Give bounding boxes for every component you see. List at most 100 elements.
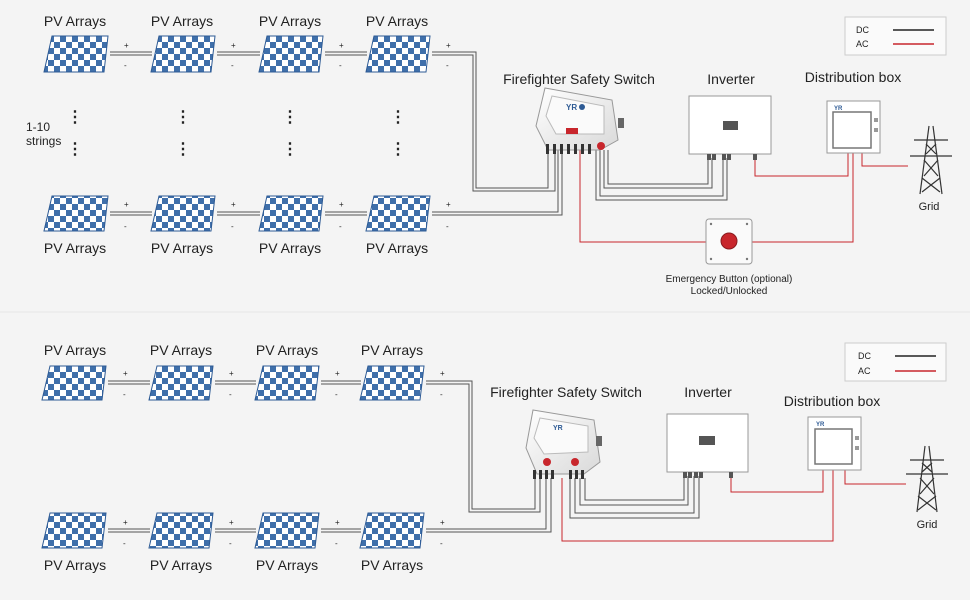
plus-sign: + <box>123 369 128 378</box>
plus-sign: + <box>446 200 451 209</box>
pv-panel <box>359 365 425 401</box>
ellipsis-dots: ⋮ <box>175 109 191 126</box>
distribution-box: YR <box>807 416 862 471</box>
emergency-label: Emergency Button (optional) <box>666 274 793 285</box>
distribution-brand: YR <box>834 106 843 112</box>
minus-sign: - <box>446 61 449 70</box>
pv-label: PV Arrays <box>366 13 428 29</box>
pv-panel <box>148 512 214 549</box>
pv-label: PV Arrays <box>44 342 106 358</box>
pv-label: PV Arrays <box>44 557 106 573</box>
pv-panel <box>254 512 320 549</box>
switch-brand: YR <box>566 103 577 112</box>
inverter <box>666 413 749 478</box>
plus-sign: + <box>229 369 234 378</box>
legend: DC AC <box>844 16 947 56</box>
plus-sign: + <box>231 200 236 209</box>
plus-sign: + <box>339 200 344 209</box>
legend-dc: DC <box>858 351 871 361</box>
pv-label: PV Arrays <box>150 342 212 358</box>
inverter-label: Inverter <box>707 71 755 87</box>
pv-panel <box>41 512 107 549</box>
pv-panel <box>150 195 216 232</box>
minus-sign: - <box>124 222 127 231</box>
pv-label: PV Arrays <box>150 557 212 573</box>
grid-label: Grid <box>919 201 940 213</box>
pv-label: PV Arrays <box>361 557 423 573</box>
pv-label: PV Arrays <box>44 240 106 256</box>
pv-panel <box>254 365 320 401</box>
ellipsis-dots: ⋮ <box>390 109 406 126</box>
dc-wires <box>426 380 700 533</box>
plus-sign: + <box>231 41 236 50</box>
pv-panel <box>359 512 425 549</box>
grid-tower-icon <box>910 125 952 195</box>
pv-label: PV Arrays <box>256 557 318 573</box>
minus-sign: - <box>123 390 126 399</box>
ellipsis-dots: ⋮ <box>67 141 83 158</box>
minus-sign: - <box>440 390 443 399</box>
pv-label: PV Arrays <box>259 240 321 256</box>
minus-sign: - <box>440 539 443 548</box>
plus-sign: + <box>440 518 445 527</box>
pv-panel <box>43 35 109 73</box>
pv-label: PV Arrays <box>151 240 213 256</box>
emergency-state: Locked/Unlocked <box>691 286 768 297</box>
minus-sign: - <box>231 222 234 231</box>
plus-sign: + <box>446 41 451 50</box>
bottom-diagram: PV Arrays PV Arrays PV Arrays PV Arrays … <box>41 342 948 573</box>
distribution-box: YR <box>826 100 881 154</box>
ellipsis-dots: ⋮ <box>282 109 298 126</box>
minus-sign: - <box>446 222 449 231</box>
legend-ac: AC <box>856 39 869 49</box>
ellipsis-dots: ⋮ <box>175 141 191 158</box>
minus-sign: - <box>229 390 232 399</box>
pv-panel <box>365 35 431 73</box>
switch-label: Firefighter Safety Switch <box>490 384 642 400</box>
switch-brand: YR <box>553 425 563 432</box>
ellipsis-dots: ⋮ <box>390 141 406 158</box>
grid-tower-icon <box>906 445 948 513</box>
minus-sign: - <box>339 222 342 231</box>
pv-panel <box>41 365 107 401</box>
firefighter-switch: YR <box>535 87 624 154</box>
plus-sign: + <box>339 41 344 50</box>
legend-ac: AC <box>858 366 871 376</box>
pv-label: PV Arrays <box>256 342 318 358</box>
minus-sign: - <box>124 61 127 70</box>
distribution-brand: YR <box>816 422 825 428</box>
ellipsis-dots: ⋮ <box>67 109 83 126</box>
pv-panel <box>258 195 324 232</box>
plus-sign: + <box>229 518 234 527</box>
minus-sign: - <box>229 539 232 548</box>
pv-panel <box>148 365 214 401</box>
plus-sign: + <box>335 369 340 378</box>
minus-sign: - <box>335 390 338 399</box>
emergency-button <box>705 218 753 265</box>
minus-sign: - <box>339 61 342 70</box>
distribution-label: Distribution box <box>805 69 902 85</box>
dc-wires <box>432 51 728 216</box>
pv-label: PV Arrays <box>361 342 423 358</box>
pv-label: PV Arrays <box>366 240 428 256</box>
pv-label: PV Arrays <box>259 13 321 29</box>
ellipsis-dots: ⋮ <box>282 141 298 158</box>
inverter-label: Inverter <box>684 384 732 400</box>
pv-panel <box>43 195 109 232</box>
plus-sign: + <box>335 518 340 527</box>
pv-panel <box>258 35 324 73</box>
pv-panel <box>365 195 431 232</box>
legend: DC AC <box>844 342 947 382</box>
firefighter-switch: YR <box>525 409 602 479</box>
strings-count: 1-10 <box>26 120 50 134</box>
strings-word: strings <box>26 134 61 148</box>
grid-label: Grid <box>917 519 938 531</box>
top-diagram: PV Arrays PV Arrays PV Arrays PV Arrays … <box>26 13 952 297</box>
minus-sign: - <box>123 539 126 548</box>
pv-panel <box>150 35 216 73</box>
distribution-label: Distribution box <box>784 393 881 409</box>
pv-label: PV Arrays <box>151 13 213 29</box>
inverter <box>688 95 772 160</box>
minus-sign: - <box>231 61 234 70</box>
